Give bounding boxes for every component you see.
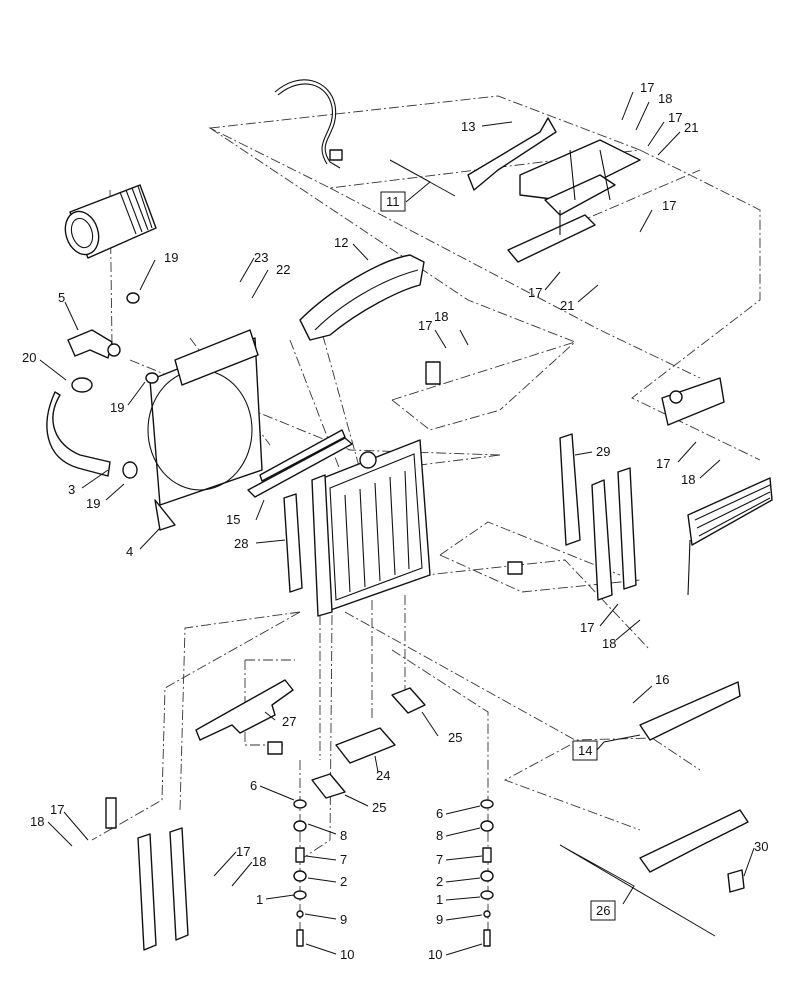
callout-23: 23 [254,250,268,265]
oil-cooler [687,477,773,596]
callout-18: 18 [252,854,266,869]
callout-1: 1 [436,892,443,907]
callout-25: 25 [448,730,462,745]
callout-21: 21 [560,298,574,313]
callout-17: 17 [236,844,250,859]
callout-17: 17 [668,110,682,125]
expansion-tank [661,377,725,426]
callout-24: 24 [376,768,390,783]
callout-18: 18 [658,91,672,106]
callout-28: 28 [234,536,248,551]
callout-7: 7 [436,852,443,867]
callout-8: 8 [436,828,443,843]
callout-13: 13 [461,119,475,134]
callout-18: 18 [434,309,448,324]
callout-21: 21 [684,120,698,135]
callout-4: 4 [126,544,133,559]
callout-17: 17 [656,456,670,471]
callout-19: 19 [110,400,124,415]
callout-17: 17 [640,80,654,95]
callout-17: 17 [662,198,676,213]
seal-strip [247,429,353,498]
callout-19: 19 [164,250,178,265]
leader-lines [39,91,755,956]
bracket-assembly-top [467,117,641,263]
bracket-14 [639,681,741,741]
top-cover [299,254,425,341]
radiator [311,439,431,617]
callout-18: 18 [30,814,44,829]
relay-block [425,361,441,385]
callout-18: 18 [681,472,695,487]
mount-blocks [267,561,523,799]
lower-side-plates [105,797,189,951]
callout-9: 9 [436,912,443,927]
callout-2: 2 [340,874,347,889]
bracket-26 [639,809,749,893]
callout-18: 18 [602,636,616,651]
callout-29: 29 [596,444,610,459]
fan-shroud [147,329,263,531]
callout-1: 1 [256,892,263,907]
callout-17: 17 [418,318,432,333]
side-plate-right [559,433,637,601]
callout-7: 7 [340,852,347,867]
upper-hose [67,329,121,359]
boxed-callout-26: 26 [596,903,610,918]
callout-5: 5 [58,290,65,305]
hardware-stack-left [293,799,307,947]
callout-17: 17 [528,285,542,300]
callout-12: 12 [334,235,348,250]
callout-10: 10 [340,947,354,962]
callout-22: 22 [276,262,290,277]
callout-9: 9 [340,912,347,927]
wire-harness [274,79,343,169]
callout-17: 17 [50,802,64,817]
callout-2: 2 [436,874,443,889]
callout-16: 16 [655,672,669,687]
callout-10: 10 [428,947,442,962]
callout-30: 30 [754,839,768,854]
boxed-callout-14: 14 [578,743,592,758]
hardware-stack-right [480,799,494,947]
callout-3: 3 [68,482,75,497]
callout-labels: 17 18 17 21 13 17 17 21 12 23 22 19 5 20… [22,80,768,962]
callout-25: 25 [372,800,386,815]
callout-27: 27 [282,714,296,729]
callout-20: 20 [22,350,36,365]
hose-clamps [126,292,159,384]
callout-15: 15 [226,512,240,527]
boxed-callouts: 11 14 26 [380,191,616,921]
callout-6: 6 [436,806,443,821]
air-cleaner [64,184,157,259]
boxed-callout-11: 11 [386,194,400,209]
callout-17: 17 [580,620,594,635]
side-plate-left [283,493,303,593]
callout-19: 19 [86,496,100,511]
callout-6: 6 [250,778,257,793]
bracket-27 [195,679,294,741]
callout-8: 8 [340,828,347,843]
lower-hose [46,377,138,479]
